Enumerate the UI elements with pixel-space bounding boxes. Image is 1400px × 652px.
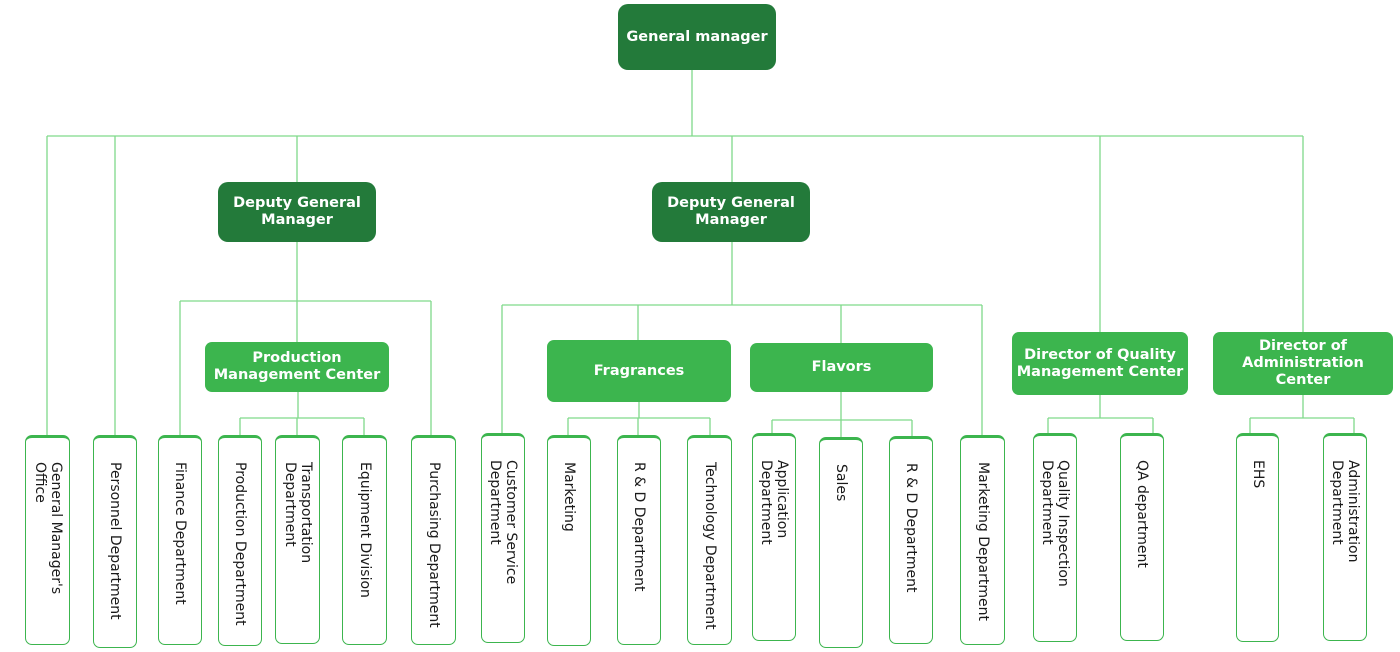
department-label-line: Equipment Division bbox=[356, 462, 373, 598]
department-box: Production Department bbox=[218, 435, 262, 646]
department-label-line: Department bbox=[281, 462, 298, 547]
department-label: Marketing Department bbox=[975, 462, 991, 621]
department-box: Marketing Department bbox=[960, 435, 1005, 645]
department-label-line: Administration bbox=[1345, 460, 1361, 563]
fragrances-label: Fragrances bbox=[593, 362, 685, 379]
department-box: R & D Department bbox=[617, 435, 661, 645]
department-label-line: R & D Department bbox=[903, 463, 919, 593]
department-box: Marketing bbox=[547, 435, 591, 646]
director-quality-management-label: Director of Quality Management Center bbox=[1016, 346, 1184, 380]
department-box: Sales bbox=[819, 437, 863, 648]
department-label: Equipment Division bbox=[357, 462, 373, 598]
department-box: Equipment Division bbox=[342, 435, 387, 645]
director-administration-label: Director of Administration Center bbox=[1242, 338, 1364, 388]
department-label: R & D Department bbox=[903, 463, 919, 593]
department-label-line: QA department bbox=[1134, 460, 1150, 568]
department-label-line: R & D Department bbox=[631, 462, 647, 592]
director-administration-box: Director of Administration Center bbox=[1213, 332, 1393, 395]
department-box: Technology Department bbox=[687, 435, 732, 645]
department-label-line: Purchasing Department bbox=[425, 462, 442, 628]
department-box: Purchasing Department bbox=[411, 435, 456, 645]
department-label: R & D Department bbox=[631, 462, 647, 592]
department-label: Finance Department bbox=[172, 462, 188, 605]
department-box: Personnel Department bbox=[93, 435, 137, 648]
department-box: QA department bbox=[1120, 433, 1164, 641]
department-label: EHS bbox=[1250, 460, 1266, 488]
fragrances-box: Fragrances bbox=[547, 340, 731, 402]
department-box: EHS bbox=[1236, 433, 1279, 642]
general-manager-box: General manager bbox=[618, 4, 776, 70]
department-label-line: Quality Inspection bbox=[1055, 460, 1071, 587]
department-label-line: Transportation bbox=[297, 462, 314, 564]
department-label-line: Department bbox=[487, 460, 503, 545]
director-quality-management-box: Director of Quality Management Center bbox=[1012, 332, 1188, 395]
deputy-general-manager-box-2: Deputy General Manager bbox=[652, 182, 810, 242]
department-label-line: Technology Department bbox=[701, 462, 718, 630]
department-label: Production Department bbox=[232, 462, 248, 626]
department-label-line: Application bbox=[774, 460, 790, 539]
department-label-line: Production Department bbox=[232, 462, 248, 626]
general-manager-label: General manager bbox=[626, 28, 768, 45]
department-label-line: Customer Service bbox=[503, 460, 519, 585]
deputy-general-manager-label-2: Deputy General Manager bbox=[667, 195, 795, 228]
department-label-line: Department bbox=[1329, 460, 1345, 545]
department-label: Personnel Department bbox=[107, 462, 123, 620]
department-label-line: Personnel Department bbox=[107, 462, 123, 620]
department-box: R & D Department bbox=[889, 436, 933, 644]
deputy-general-manager-box-1: Deputy General Manager bbox=[218, 182, 376, 242]
flavors-label: Flavors bbox=[811, 359, 872, 375]
department-label: QA department bbox=[1134, 460, 1150, 568]
department-label-line: General Manager's bbox=[47, 462, 64, 595]
department-label: Marketing bbox=[561, 462, 577, 532]
department-label-line: Department bbox=[758, 460, 774, 545]
department-label-line: Sales bbox=[833, 464, 849, 502]
department-label-line: Marketing bbox=[561, 462, 577, 532]
deputy-general-manager-label-1: Deputy General Manager bbox=[233, 195, 361, 228]
department-label-line: Finance Department bbox=[172, 462, 188, 605]
department-label: Purchasing Department bbox=[426, 462, 442, 628]
department-label-line: Department bbox=[1039, 460, 1055, 545]
production-management-center-box: Production Management Center bbox=[205, 342, 389, 392]
department-label-line: Marketing Department bbox=[974, 462, 991, 621]
department-label: Technology Department bbox=[702, 462, 718, 630]
department-box: Finance Department bbox=[158, 435, 202, 645]
flavors-box: Flavors bbox=[750, 343, 933, 392]
department-label: Sales bbox=[833, 464, 849, 501]
department-label-line: EHS bbox=[1249, 460, 1266, 489]
department-label-line: Office bbox=[31, 462, 48, 503]
production-management-center-label: Production Management Center bbox=[213, 350, 381, 383]
